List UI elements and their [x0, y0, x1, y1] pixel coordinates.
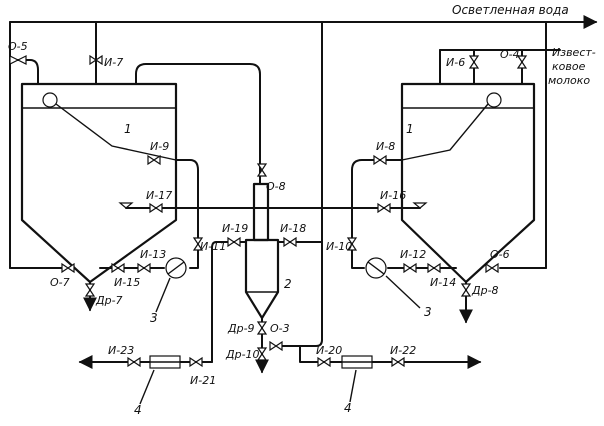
i9-line: [175, 159, 199, 247]
clarifier-left-label: 1: [124, 122, 132, 136]
central-to-o3: [281, 339, 323, 347]
label-i9: И-9: [150, 140, 169, 153]
label-i7: И-7: [104, 56, 123, 69]
filter-right-label: 4: [344, 401, 352, 415]
valve-symbols: [9, 54, 528, 368]
label-o3: О-3: [270, 322, 290, 335]
valve-dr8[interactable]: [460, 283, 472, 297]
valve-i18[interactable]: [283, 236, 297, 248]
valve-i13[interactable]: [137, 262, 151, 274]
labels: Осветленная вода Извест- ковое молоко О-…: [8, 3, 596, 387]
i17-i16-line: [118, 202, 428, 209]
label-dr8: Др-8: [471, 284, 499, 297]
clarifier-right-label: 1: [406, 122, 414, 136]
right-clarifier-skimmer: [401, 103, 489, 161]
label-o8: О-8: [266, 180, 286, 193]
column-inlets: [197, 241, 323, 363]
label-i16: И-16: [380, 189, 406, 202]
lime-milk-label-3: молоко: [548, 74, 590, 87]
left-vent-icon: [118, 202, 134, 209]
valve-i21[interactable]: [189, 356, 203, 368]
label-i21: И-21: [190, 374, 216, 387]
valve-i19[interactable]: [227, 236, 241, 248]
i11-down: [189, 245, 199, 269]
left-top-to-column: [135, 63, 261, 185]
lime-milk-label-1: Извест-: [552, 46, 596, 59]
i8-line: [351, 159, 403, 247]
clarified-water-label: Осветленная вода: [452, 3, 569, 17]
valve-i22[interactable]: [391, 356, 405, 368]
i10-down: [351, 245, 365, 269]
pump-left-label: 3: [150, 311, 158, 325]
valve-i8[interactable]: [373, 154, 387, 166]
i7-line: [95, 21, 261, 185]
column-label: 2: [284, 277, 292, 291]
valve-dr9[interactable]: [256, 321, 268, 335]
label-i11: И-11: [200, 240, 226, 253]
left-pump-circuit: 3: [99, 245, 199, 325]
label-i6: И-6: [446, 56, 465, 69]
column-2: 2: [244, 182, 292, 320]
valve-i6[interactable]: [468, 55, 480, 69]
label-dr9: Др-9: [227, 322, 255, 335]
label-i13: И-13: [140, 248, 166, 261]
valve-dr7[interactable]: [84, 283, 96, 297]
left-clarifier-body: [20, 82, 178, 284]
label-i22: И-22: [390, 344, 416, 357]
right-vent-icon: [412, 202, 428, 209]
valve-i16[interactable]: [377, 202, 391, 214]
valve-i20[interactable]: [317, 356, 331, 368]
right-clarifier-body: [400, 82, 536, 284]
valve-o7[interactable]: [61, 262, 75, 274]
valve-i14[interactable]: [427, 262, 441, 274]
label-i20: И-20: [316, 344, 342, 357]
valve-o8[interactable]: [256, 163, 268, 177]
valve-i7[interactable]: [89, 54, 103, 66]
label-i17: И-17: [146, 189, 172, 202]
label-i8: И-8: [376, 140, 395, 153]
label-o6: О-6: [490, 248, 510, 261]
valve-dr10[interactable]: [256, 347, 268, 361]
label-i18: И-18: [280, 222, 306, 235]
filter-left-label: 4: [134, 403, 142, 417]
label-o4: О-4: [500, 48, 520, 61]
o5-branch: [9, 59, 39, 85]
right-filter-line: [299, 345, 482, 369]
label-i14: И-14: [430, 276, 456, 289]
label-i23: И-23: [108, 344, 134, 357]
label-i15: И-15: [114, 276, 140, 289]
valve-i10[interactable]: [346, 237, 358, 251]
left-clarifier: 1: [20, 82, 178, 284]
lime-milk-label-2: ковое: [552, 60, 586, 73]
label-i19: И-19: [222, 222, 248, 235]
valve-i17[interactable]: [149, 202, 163, 214]
valve-i15[interactable]: [111, 262, 125, 274]
right-pump-circuit: 3: [351, 245, 457, 319]
valve-o5[interactable]: [9, 55, 27, 65]
right-clarifier: 1: [400, 82, 536, 284]
label-i12: И-12: [400, 248, 426, 261]
label-o7: О-7: [50, 276, 70, 289]
label-dr10: Др-10: [225, 348, 260, 361]
valve-o4[interactable]: [516, 55, 528, 69]
mid-lines: [175, 159, 403, 247]
valve-i23[interactable]: [127, 356, 141, 368]
label-i10: И-10: [326, 240, 352, 253]
column-body: [244, 238, 280, 320]
pump-right-label: 3: [424, 305, 432, 319]
i19-down: [211, 241, 227, 363]
bottom-right-filter: 4: [299, 345, 482, 415]
left-clarifier-float: [42, 92, 58, 108]
valve-i11[interactable]: [192, 237, 204, 251]
right-clarifier-float: [486, 92, 502, 108]
label-o5: О-5: [8, 40, 28, 53]
valve-o6[interactable]: [485, 262, 499, 274]
valve-o3[interactable]: [269, 340, 283, 352]
label-dr7: Др-7: [95, 294, 123, 307]
valve-i9[interactable]: [147, 154, 161, 166]
valve-i12[interactable]: [403, 262, 417, 274]
left-clarifier-skimmer: [55, 103, 177, 161]
